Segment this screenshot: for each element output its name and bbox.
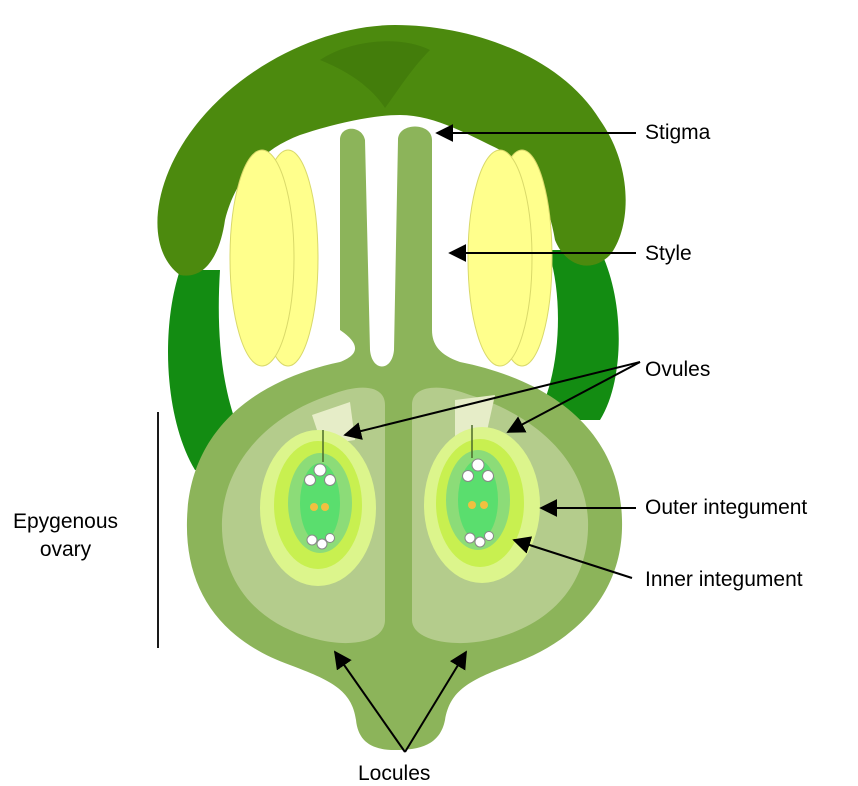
right-synergid-2 <box>483 471 494 482</box>
right-antipodal-1 <box>465 533 475 543</box>
left-antipodal-1 <box>307 535 317 545</box>
label-epygenous-ovary: Epygenous ovary <box>8 510 123 562</box>
label-outer-integument: Outer integument <box>645 496 807 520</box>
label-ovules: Ovules <box>645 358 710 382</box>
right-antipodal-3 <box>485 532 494 541</box>
label-inner-integument: Inner integument <box>645 568 803 592</box>
right-synergid-1 <box>463 471 474 482</box>
left-synergid-1 <box>305 475 316 486</box>
left-egg-cell <box>314 464 326 476</box>
left-polar-nucleus-2 <box>321 503 329 511</box>
right-egg-cell <box>472 459 484 471</box>
label-style: Style <box>645 242 692 266</box>
left-anther-front <box>230 150 294 366</box>
left-synergid-2 <box>325 475 336 486</box>
left-antipodal-2 <box>317 539 327 549</box>
label-locules: Locules <box>358 762 430 786</box>
right-polar-nucleus-2 <box>480 501 488 509</box>
right-polar-nucleus-1 <box>468 501 476 509</box>
right-antipodal-2 <box>475 537 485 547</box>
left-antipodal-3 <box>326 534 335 543</box>
right-anther-front <box>468 150 532 366</box>
label-epygenous-line2: ovary <box>8 538 123 562</box>
label-epygenous-line1: Epygenous <box>8 510 123 534</box>
label-stigma: Stigma <box>645 121 710 145</box>
left-polar-nucleus-1 <box>310 503 318 511</box>
